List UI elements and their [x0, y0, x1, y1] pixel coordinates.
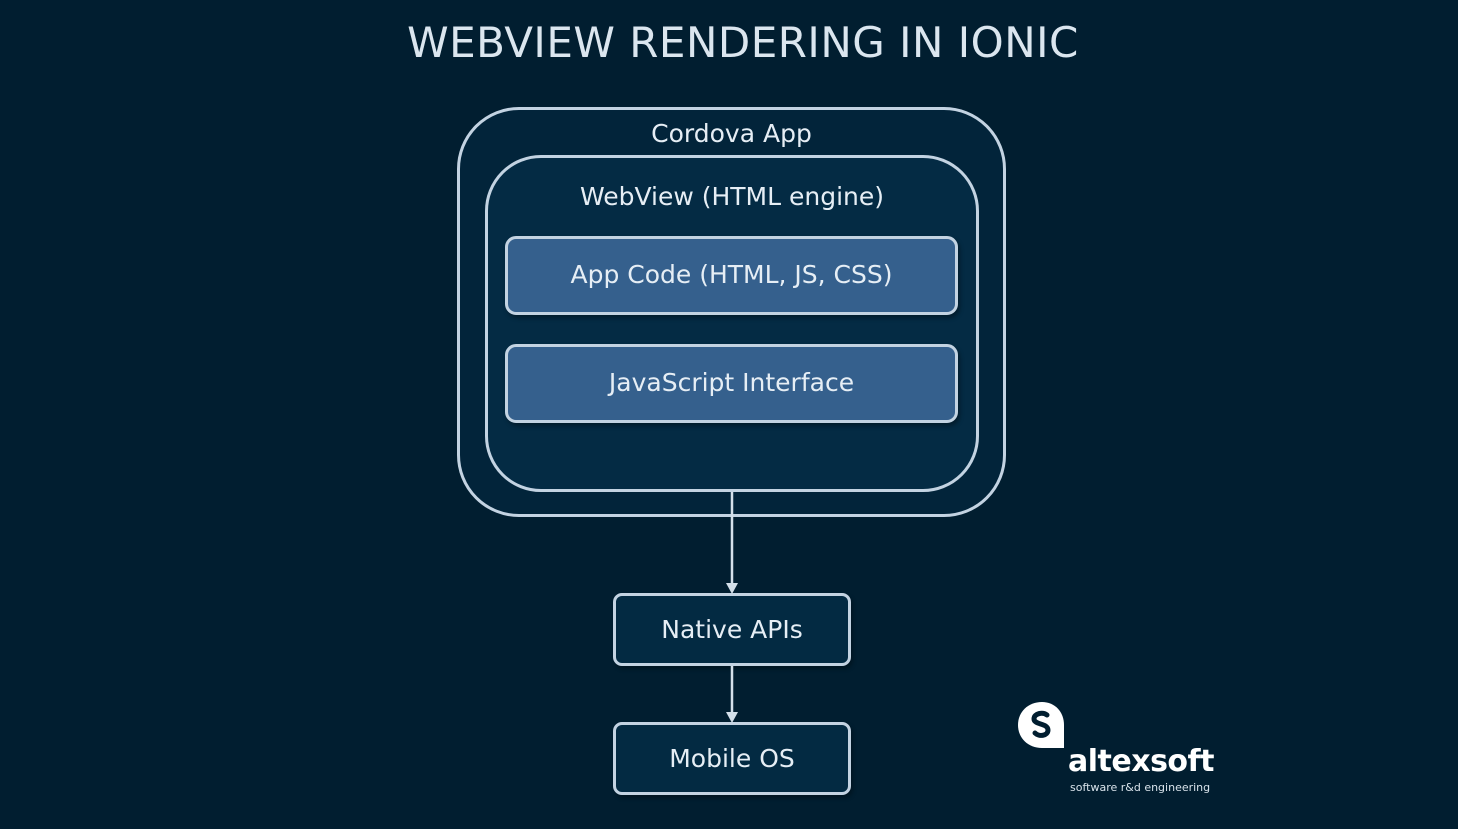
mobile-os-box: Mobile OS	[613, 722, 851, 795]
native-apis-box: Native APIs	[613, 593, 851, 666]
webview-box: WebView (HTML engine)	[485, 155, 979, 492]
altexsoft-logo-icon	[1018, 702, 1064, 748]
webview-label: WebView (HTML engine)	[579, 182, 885, 211]
altexsoft-logo: altexsoft software r&d engineering	[1016, 700, 1216, 800]
diagram-title: WEBVIEW RENDERING IN IONIC	[407, 18, 1079, 67]
arrow-native-to-os-head	[726, 712, 738, 723]
mobile-os-label: Mobile OS	[669, 744, 795, 773]
arrow-webview-to-native-head	[726, 583, 738, 594]
native-apis-label: Native APIs	[661, 615, 803, 644]
app-code-box: App Code (HTML, JS, CSS)	[505, 236, 958, 315]
app-code-label: App Code (HTML, JS, CSS)	[570, 260, 893, 289]
altexsoft-logo-name: altexsoft	[1068, 744, 1214, 779]
javascript-interface-box: JavaScript Interface	[505, 344, 958, 423]
altexsoft-logo-tagline: software r&d engineering	[1070, 781, 1211, 794]
cordova-app-label: Cordova App	[651, 119, 812, 148]
javascript-interface-label: JavaScript Interface	[608, 368, 855, 397]
